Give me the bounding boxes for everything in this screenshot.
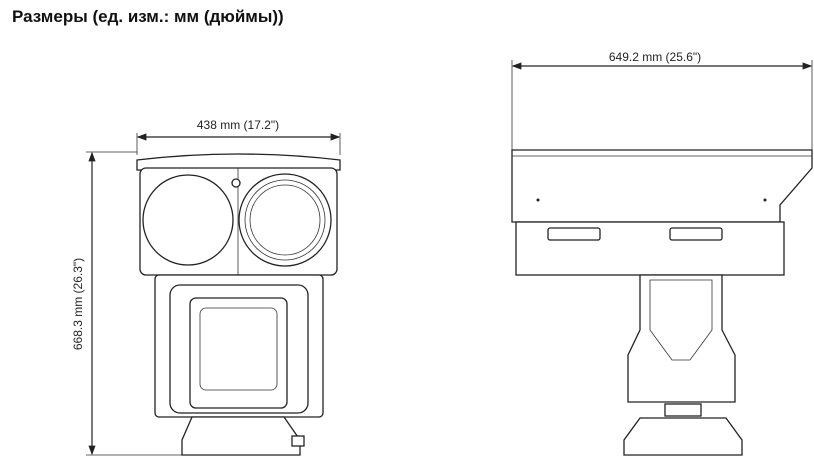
side-view: 649.2 mm (25.6") — [511, 50, 813, 456]
front-view: 438 mm (17.2") 668.3 mm (26.3") — [71, 118, 341, 456]
front-width-label: 438 mm (17.2") — [197, 118, 279, 132]
side-length-label: 649.2 mm (25.6") — [609, 50, 701, 64]
page-title: Размеры (ед. изм.: мм (дюймы)) — [12, 7, 284, 26]
front-height-label: 668.3 mm (26.3") — [71, 258, 85, 350]
